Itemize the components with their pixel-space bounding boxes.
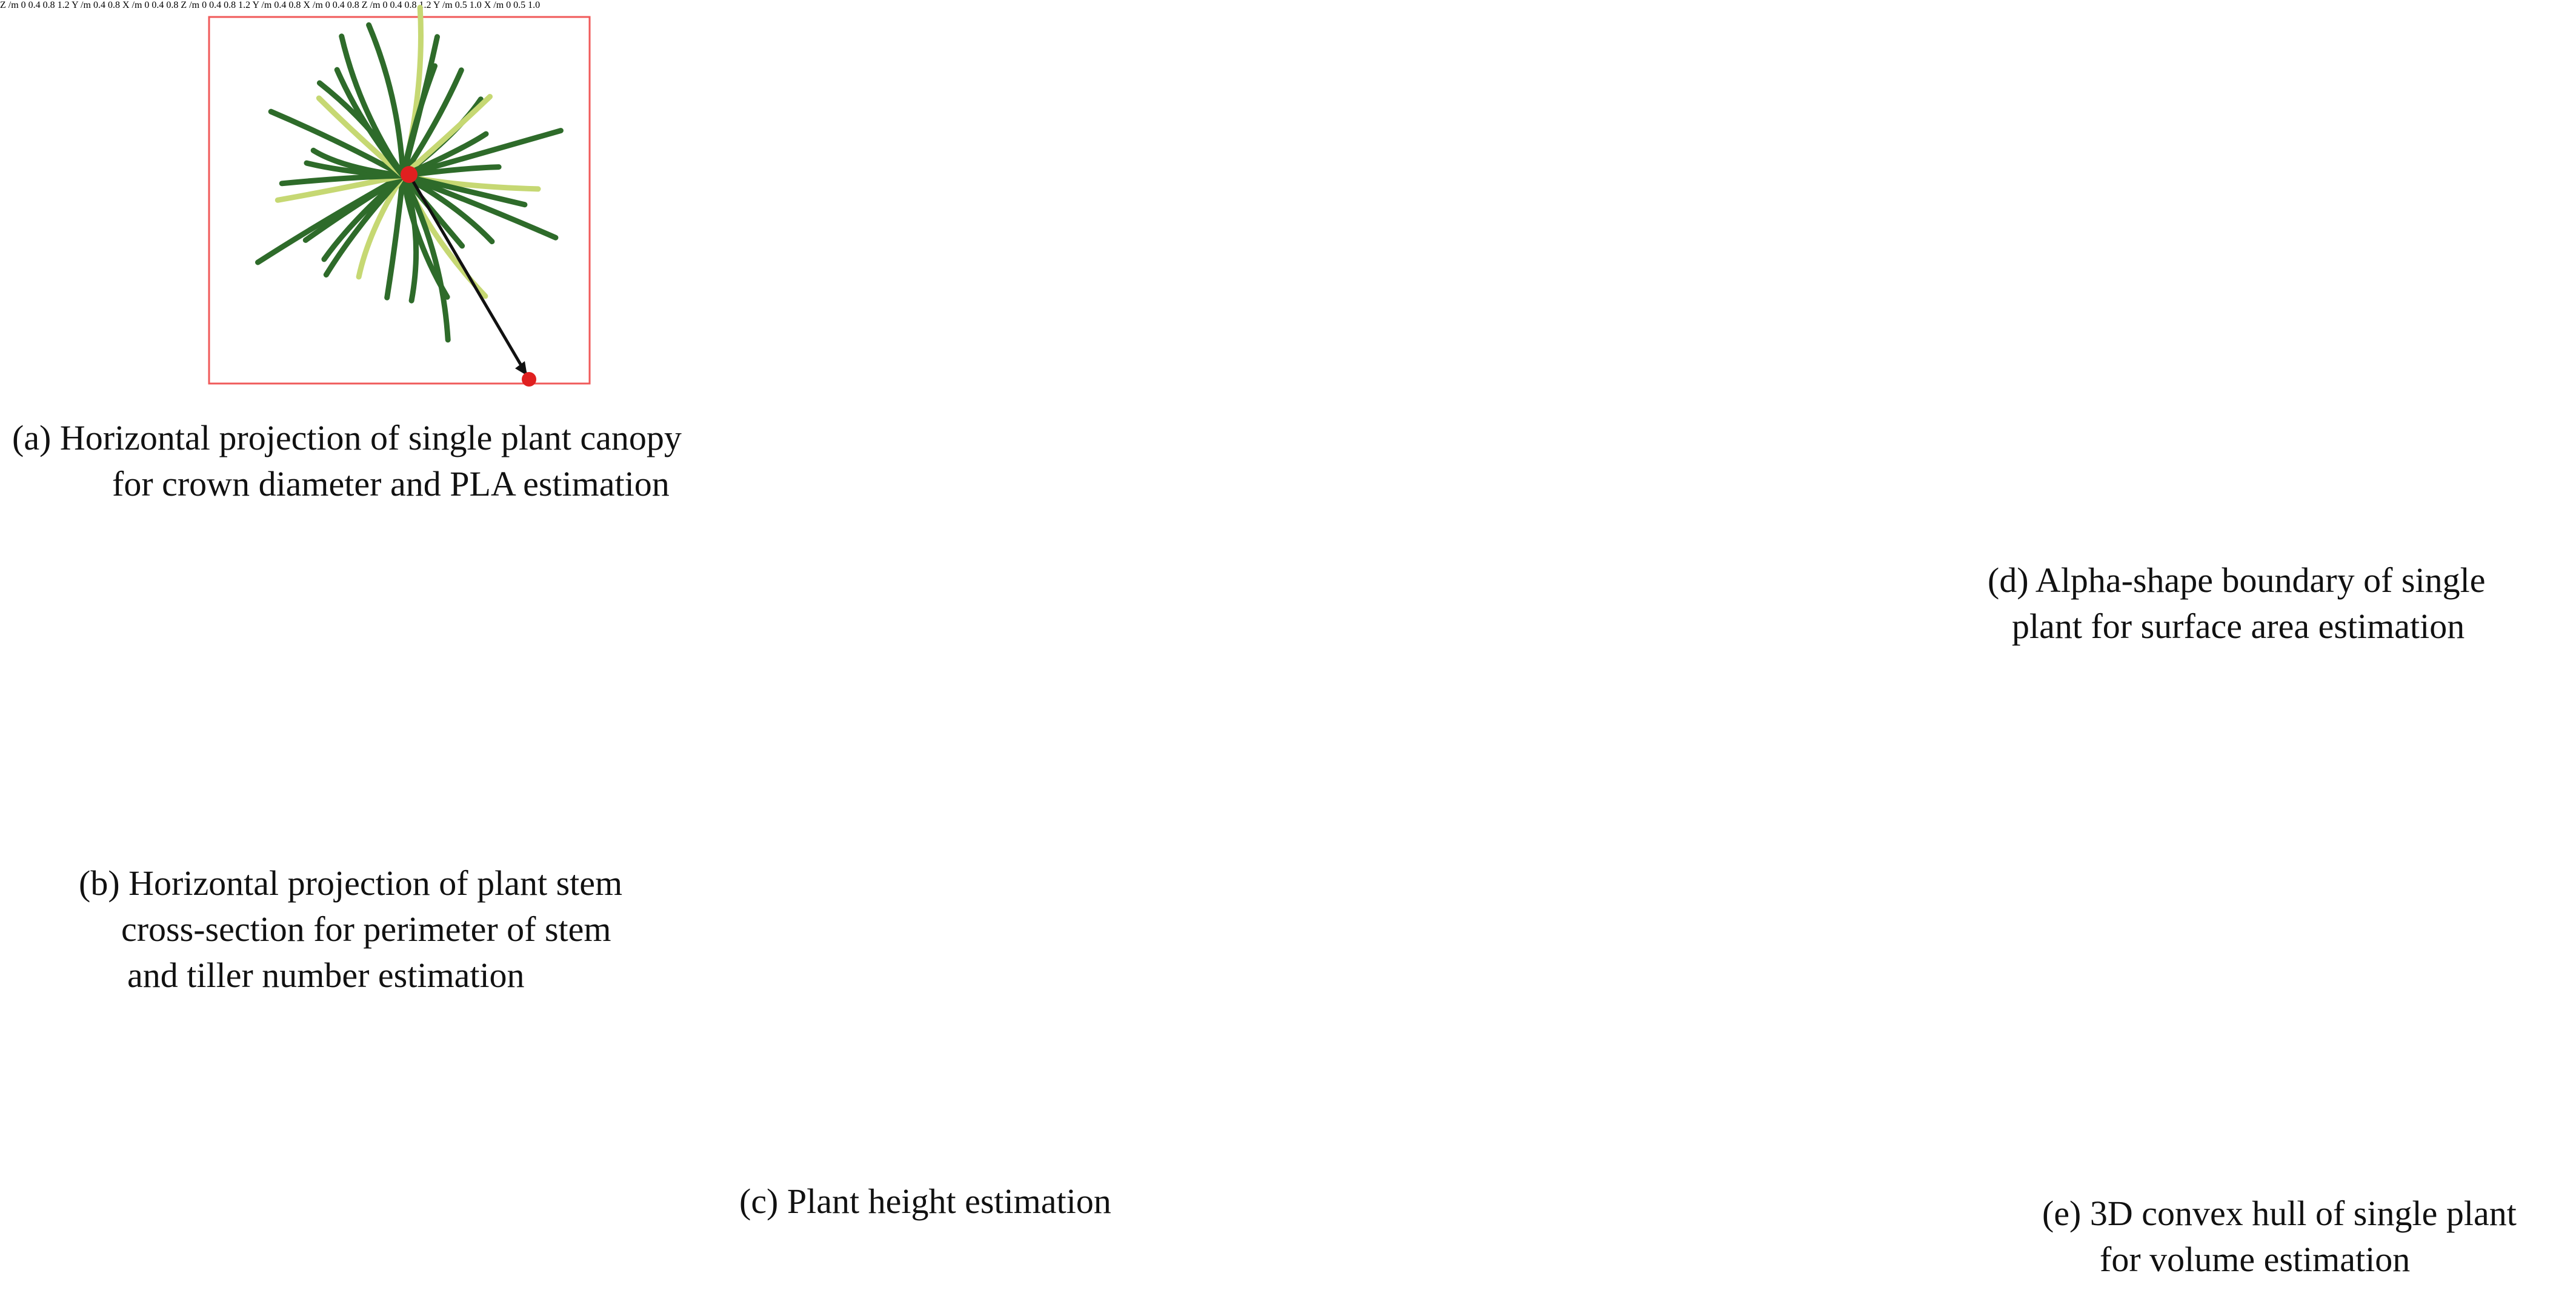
canopy-projection-panel (208, 4, 591, 387)
hull-z-tick-0: 0 (382, 0, 388, 10)
caption-e-line2: for volume estimation (2100, 1240, 2411, 1279)
alpha-y-axis-label: Y /m (252, 0, 272, 10)
caption-a-line1: (a) Horizontal projection of single plan… (12, 418, 682, 457)
caption-a-line2: for crown diameter and PLA estimation (112, 464, 670, 503)
center-plot-right-wall: Z /m 0 0.4 0.8 1.2 Y /m 0.4 0.8 X /m 0 0… (0, 0, 181, 10)
canopy-leaves (255, 4, 564, 343)
hull-x-tick-1: 0.5 (513, 0, 526, 10)
alpha-x-tick-0: 0 (325, 0, 330, 10)
alpha-shape-plot: Z /m 0 0.4 0.8 1.2 Y /m 0.4 0.8 X /m 0 0… (181, 0, 361, 10)
hull-x-axis-label: X /m (484, 0, 504, 10)
caption-d: (d) Alpha-shape boundary of single plant… (1988, 557, 2485, 650)
canopy-leaf (400, 173, 451, 343)
center-z-tick-0: 0 (21, 0, 26, 10)
hull-z-axis-label: Z /m (361, 0, 381, 10)
caption-d-line1: (d) Alpha-shape boundary of single (1988, 560, 2486, 600)
crown-radius-line (407, 173, 529, 377)
caption-b-line3: and tiller number estimation (127, 955, 525, 995)
convex-hull-plot: Z /m 0 0.4 0.8 1.2 Y /m 0.5 1.0 X /m 0 0… (362, 0, 540, 10)
alpha-x-axis-label: X /m (303, 0, 323, 10)
alpha-y-tick-1: 0.8 (288, 0, 301, 10)
center-y-tick-0: 0.4 (93, 0, 105, 10)
center-plot-floor: Z /m 0 0.4 0.8 1.2 Y /m 0.4 0.8 X /m 0 0… (0, 0, 181, 10)
canopy-leaf (400, 94, 493, 179)
caption-b: (b) Horizontal projection of plant stem … (79, 860, 622, 999)
canopy-leaf (366, 22, 406, 179)
alpha-z-tick-0: 0 (202, 0, 207, 10)
center-x-tick-0: 0 (144, 0, 150, 10)
center-x-tick-2: 0.8 (166, 0, 179, 10)
canopy-leaf (275, 173, 406, 203)
caption-b-line2: cross-section for perimeter of stem (121, 909, 611, 949)
center-z-axis-label: Z /m (0, 0, 19, 10)
hull-y-tick-0: 0.5 (454, 0, 467, 10)
alpha-x-tick-2: 0.8 (347, 0, 359, 10)
caption-b-line1: (b) Horizontal projection of plant stem (79, 863, 623, 903)
center-x-tick-1: 0.4 (151, 0, 164, 10)
canopy-leaf (400, 128, 564, 179)
canopy-leaf (255, 173, 406, 265)
caption-e-line1: (e) 3D convex hull of single plant (2042, 1194, 2517, 1233)
caption-c-line1: (c) Plant height estimation (739, 1181, 1111, 1221)
canopy-bounding-box (208, 16, 591, 385)
canopy-leaf (339, 33, 406, 179)
hull-x-tick-0: 0 (506, 0, 511, 10)
center-z-tick-2: 0.8 (42, 0, 55, 10)
center-y-axis-label: Y /m (72, 0, 91, 10)
alpha-z-tick-2: 0.8 (224, 0, 236, 10)
alpha-x-tick-1: 0.4 (332, 0, 345, 10)
center-plot-left-wall: Z /m 0 0.4 0.8 1.2 Y /m 0.4 0.8 X /m 0 0… (0, 0, 181, 10)
canopy-leaf (400, 63, 438, 179)
alpha-z-axis-label: Z /m (181, 0, 200, 10)
hull-y-tick-1: 1.0 (469, 0, 482, 10)
stem-slice-marker: Z /m 0 0.4 0.8 1.2 Y /m 0.4 0.8 X /m 0 0… (0, 0, 2517, 1279)
center-z-tick-1: 0.4 (28, 0, 41, 10)
hull-x-tick-2: 1.0 (528, 0, 541, 10)
canopy-leaf (400, 67, 464, 179)
canopy-leaf (400, 173, 419, 304)
hull-z-tick-1: 0.4 (390, 0, 402, 10)
canopy-center-point (401, 166, 418, 183)
canopy-edge-point (522, 372, 536, 387)
alpha-y-tick-0: 0.4 (274, 0, 287, 10)
canopy-leaf (356, 173, 406, 280)
caption-a: (a) Horizontal projection of single plan… (12, 415, 682, 507)
canopy-leaf (310, 147, 406, 179)
canopy-leaf (384, 173, 406, 301)
alpha-z-tick-3: 1.2 (238, 0, 251, 10)
caption-d-line2: plant for surface area estimation (2012, 606, 2465, 646)
caption-c: (c) Plant height estimation (739, 1178, 1111, 1225)
caption-e: (e) 3D convex hull of single plant for v… (2042, 1191, 2517, 1283)
center-y-tick-1: 0.8 (107, 0, 120, 10)
crown-radius-arrowhead (515, 361, 527, 376)
hull-z-tick-2: 0.8 (404, 0, 417, 10)
center-x-axis-label: X /m (122, 0, 142, 10)
canopy-leaf (400, 173, 559, 241)
center-3d-plot: Z /m 0 0.4 0.8 1.2 Y /m 0.4 0.8 X /m 0 0… (0, 0, 181, 10)
hull-y-axis-label: Y /m (433, 0, 453, 10)
alpha-z-tick-1: 0.4 (209, 0, 222, 10)
canopy-leaf (268, 108, 406, 179)
center-z-tick-3: 1.2 (57, 0, 70, 10)
